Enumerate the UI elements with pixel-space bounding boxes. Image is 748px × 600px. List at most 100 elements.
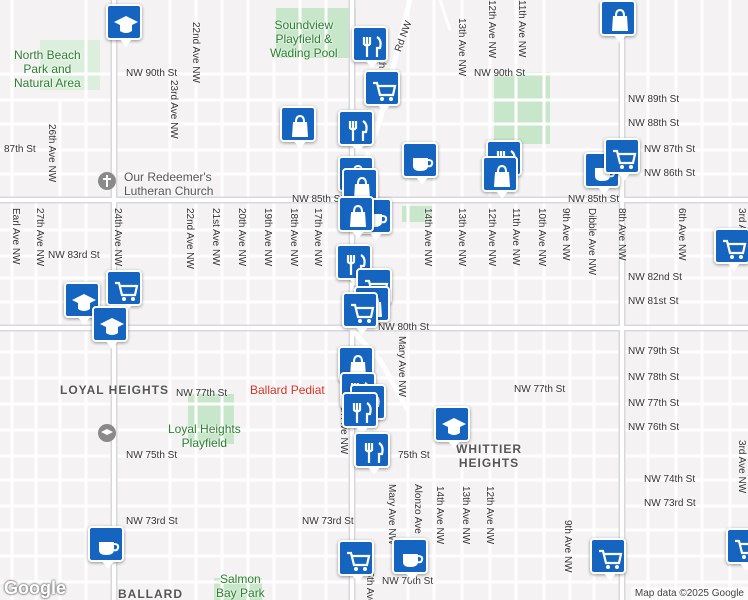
grocery-icon — [115, 281, 139, 301]
shopping-icon — [612, 8, 628, 31]
street-label: 18th Ave NW — [288, 208, 299, 267]
shopping-pin[interactable] — [600, 0, 636, 43]
street-label: 12th Ave NW — [484, 486, 495, 545]
street-label: 26th Ave NW — [46, 124, 57, 183]
street-label: NW 73rd St — [126, 516, 178, 527]
street-label: NW 90th St — [474, 68, 526, 79]
cafe-pin[interactable] — [392, 538, 428, 581]
street-label: 75th St — [398, 450, 430, 461]
street-label: 87th St — [4, 144, 36, 155]
school-icon — [114, 16, 138, 33]
street-label: NW 70th St — [382, 576, 434, 587]
grocery-pin[interactable] — [714, 228, 748, 271]
street-label: Mary Ave NW — [386, 484, 397, 545]
grocery-pin[interactable] — [342, 292, 378, 335]
park-label: Loyal Heights Playfield — [168, 422, 241, 450]
street-label: NW 90th St — [126, 68, 178, 79]
restaurant-pin[interactable] — [338, 110, 374, 153]
school-icon — [442, 418, 466, 435]
shopping-icon — [354, 176, 370, 199]
street-label: NW 86th St — [644, 168, 696, 179]
neighborhood-label: WHITTIER HEIGHTS — [456, 442, 522, 470]
street-label: 17th Ave NW — [312, 208, 323, 267]
grocery-icon — [735, 539, 748, 559]
street-label: NW 74th St — [644, 474, 696, 485]
neighborhood-label: LOYAL HEIGHTS — [60, 383, 170, 397]
street-label: 22nd Ave NW — [190, 22, 201, 83]
street-label: NW 76th St — [628, 422, 680, 433]
street-label: NW 87th St — [644, 144, 696, 155]
street-label: 6th Ave NW — [676, 208, 687, 261]
street-label: NW 85th St — [568, 194, 620, 205]
street-label: NW 82nd St — [628, 272, 682, 283]
park-label: North Beach Park and Natural Area — [14, 48, 81, 90]
school-pin[interactable] — [434, 406, 470, 449]
church-icon — [98, 172, 116, 190]
street-label: 19th Ave NW — [262, 208, 273, 267]
shopping-pin[interactable] — [338, 196, 374, 239]
street-label: NW 88th St — [628, 118, 680, 129]
street-label: NW 83rd St — [48, 250, 100, 261]
restaurant-pin[interactable] — [342, 392, 378, 435]
restaurant-pin[interactable] — [352, 26, 388, 69]
street-label: 8th Ave NW — [616, 208, 627, 261]
grocery-icon — [723, 239, 747, 259]
grocery-pin[interactable] — [106, 270, 142, 313]
restaurant-icon — [364, 442, 384, 463]
shopping-icon — [494, 164, 510, 187]
poi-label: Ballard Pediat — [250, 383, 325, 397]
street-label: 21st Ave NW — [210, 208, 221, 266]
grocery-pin[interactable] — [726, 528, 748, 571]
street-label: NW 89th St — [628, 94, 680, 105]
grocery-pin[interactable] — [604, 138, 640, 181]
street-label: 22nd Ave NW — [184, 208, 195, 269]
map-attribution[interactable]: Map data ©2025 Google — [630, 587, 748, 600]
grocery-pin[interactable] — [590, 538, 626, 581]
cafe-icon — [403, 554, 424, 567]
street-label: NW 77th St — [514, 384, 566, 395]
street-label: 9th Ave NW — [562, 520, 573, 573]
restaurant-icon — [346, 254, 366, 275]
cafe-pin[interactable] — [88, 526, 124, 569]
street-label: Alonzo Ave — [412, 484, 423, 534]
grocery-pin[interactable] — [338, 540, 374, 583]
street-label: NW 80th St — [378, 322, 430, 333]
street-label: Earl Ave NW — [10, 208, 21, 265]
street-label: 10th Ave NW — [536, 208, 547, 267]
shopping-pin[interactable] — [482, 156, 518, 199]
street-label: NW 73rd St — [644, 498, 696, 509]
street-label: 24th Ave NW — [112, 208, 123, 267]
street-label: 11th Ave NW — [510, 208, 521, 266]
park-label: Soundview Playfield & Wading Pool — [270, 18, 338, 60]
restaurant-icon — [362, 36, 382, 57]
street-label: NW 81st St — [628, 296, 679, 307]
shopping-icon — [350, 204, 366, 227]
grocery-pin[interactable] — [364, 70, 400, 113]
street-label: 9th Ave NW — [560, 208, 571, 261]
street-label: NW 77th St — [176, 388, 228, 399]
google-logo: Google — [4, 578, 66, 598]
restaurant-pin[interactable] — [354, 432, 390, 475]
grocery-icon — [599, 549, 623, 569]
school-marker-icon — [98, 424, 116, 442]
street-label: 14th Ave NW — [434, 486, 445, 545]
restaurant-icon — [348, 120, 368, 141]
street-label: NW 78th St — [628, 372, 680, 383]
street-label: Dibble Ave NW — [586, 208, 597, 276]
street-label: 27th Ave NW — [34, 208, 45, 267]
school-icon — [100, 318, 124, 335]
street-label: Mary Ave NW — [396, 336, 407, 397]
school-pin[interactable] — [106, 4, 142, 47]
cafe-icon — [413, 158, 434, 171]
shopping-pin[interactable] — [280, 106, 316, 149]
cafe-icon — [99, 542, 120, 555]
street-label: 12th Ave NW — [486, 0, 497, 59]
street-label: 13th Ave NW — [456, 18, 467, 77]
cafe-pin[interactable] — [402, 142, 438, 185]
street-label: 3rd Ave NW — [736, 440, 747, 494]
street-label: NW 85th St — [292, 194, 344, 205]
grocery-icon — [373, 81, 397, 101]
school-pin[interactable] — [92, 306, 128, 349]
grocery-icon — [613, 149, 637, 169]
